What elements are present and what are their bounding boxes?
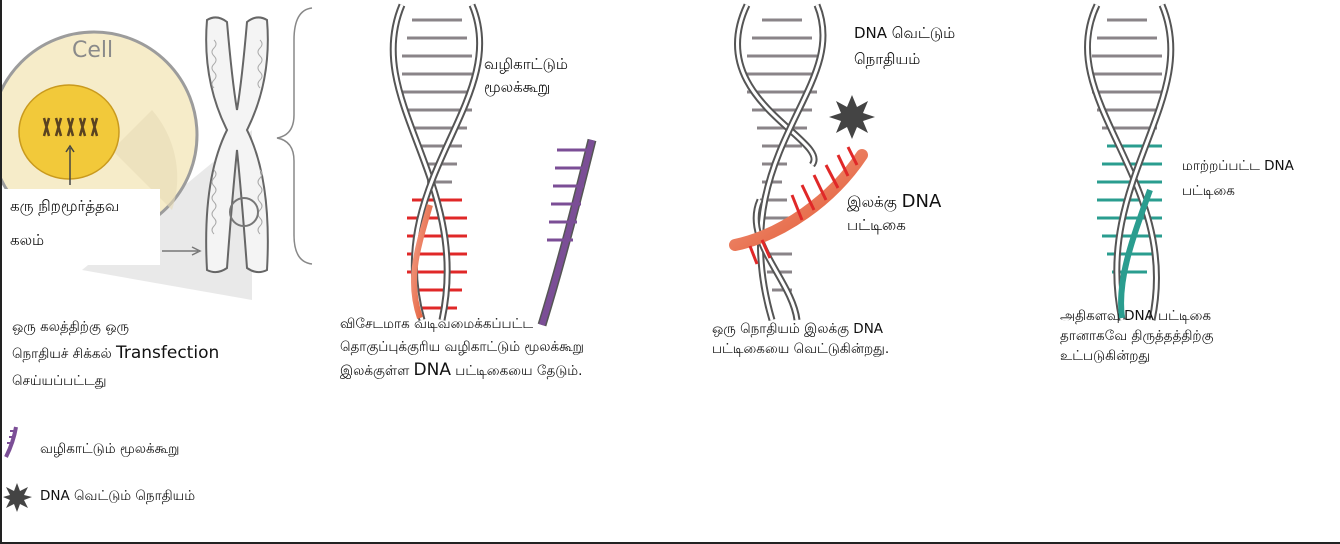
- nucleus-label-line2: கலம்: [10, 229, 44, 251]
- curly-brace: [277, 8, 312, 264]
- modified-label-line2: பட்டிகை: [1182, 182, 1235, 201]
- dna-helix-panel4: [1087, 5, 1170, 320]
- legend-guide-label: வழிகாட்டும் மூலக்கூறு: [40, 440, 179, 459]
- target-label-line2: பட்டிகை: [847, 214, 906, 236]
- caption-2-line1: விசேடமாக வடிவமைக்கப்பட்ட: [340, 315, 533, 334]
- guide-label-line1: வழிகாட்டும்: [484, 53, 568, 75]
- legend-enzyme-label: DNA வெட்டும் நொதியம்: [40, 487, 195, 506]
- modified-label-line1: மாற்றப்பட்ட DNA: [1182, 157, 1294, 176]
- enzyme-star-icon: [829, 95, 875, 139]
- caption-1-line1: ஒரு கலத்திற்கு ஒரு: [12, 318, 129, 337]
- caption-1-line3: செய்யப்பட்டது: [12, 372, 106, 391]
- guide-molecule: [542, 140, 592, 325]
- caption-1-line2: நொதியச் சிக்கல் Transfection: [12, 344, 219, 364]
- caption-3-line2: பட்டிகையை வெட்டுகின்றது.: [712, 340, 889, 359]
- caption-2-line2: தொகுப்புக்குரிய வழிகாட்டும் மூலக்கூறு: [340, 338, 584, 357]
- enzyme-label-line1: DNA வெட்டும்: [854, 22, 955, 44]
- target-label-line1: இலக்கு DNA: [847, 191, 941, 213]
- guide-label-line2: மூலக்கூறு: [484, 76, 550, 98]
- nucleus-label-line1: கரு நிறமூர்த்தவ: [10, 195, 119, 217]
- dna-helix-panel2: [393, 5, 480, 320]
- cell-label: Cell: [72, 38, 113, 63]
- nucleus-label-box: கரு நிறமூர்த்தவ கலம்: [2, 189, 160, 265]
- caption-3-line1: ஒரு நொதியம் இலக்கு DNA: [712, 320, 883, 339]
- caption-2-line3: இலக்குள்ள DNA பட்டிகையை தேடும்.: [340, 361, 582, 381]
- caption-4-line1: அதிகளவு DNA பட்டிகை: [1060, 307, 1211, 326]
- enzyme-star-icon: [3, 483, 32, 512]
- caption-4-line2: தானாகவே திருத்தத்திற்கு: [1060, 327, 1214, 346]
- caption-4-line3: உட்படுகின்றது: [1060, 347, 1150, 366]
- enzyme-label-line2: நொதியம்: [854, 48, 920, 70]
- guide-molecule-icon: [6, 427, 16, 457]
